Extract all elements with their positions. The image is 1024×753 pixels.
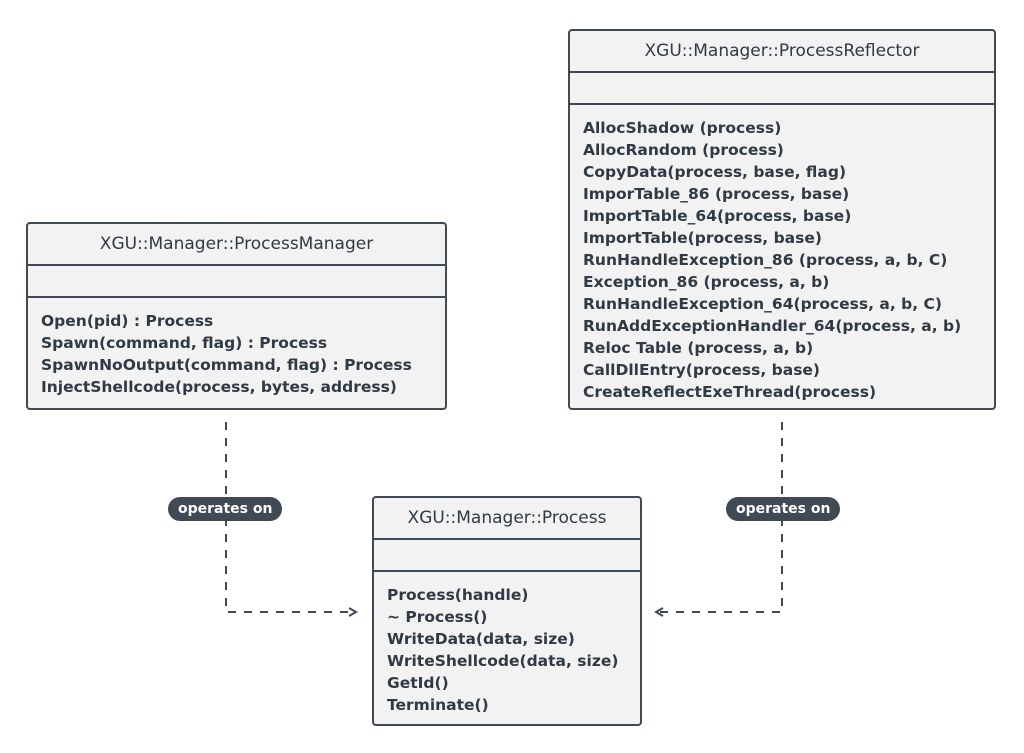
attributes-compartment bbox=[374, 540, 640, 572]
method: Terminate() bbox=[387, 696, 489, 714]
operates-on-label-left: operates on bbox=[168, 497, 283, 521]
method: CallDllEntry(process, base) bbox=[583, 361, 821, 379]
method: WriteShellcode(data, size) bbox=[387, 652, 619, 670]
method: ImportTable_64(process, base) bbox=[583, 207, 852, 225]
methods-compartment: AllocShadow (process) AllocRandom (proce… bbox=[570, 105, 994, 403]
method: AllocRandom (process) bbox=[583, 141, 784, 159]
method: Open(pid) : Process bbox=[41, 312, 214, 330]
method: RunAddExceptionHandler_64(process, a, b) bbox=[583, 317, 962, 335]
methods-compartment: Process(handle) ~ Process() WriteData(da… bbox=[374, 572, 640, 716]
methods-compartment: Open(pid) : Process Spawn(command, flag)… bbox=[28, 298, 445, 398]
method: Reloc Table (process, a, b) bbox=[583, 339, 814, 357]
method: WriteData(data, size) bbox=[387, 630, 575, 648]
method: ~ Process() bbox=[387, 608, 488, 626]
method: Spawn(command, flag) : Process bbox=[41, 334, 328, 352]
method: CopyData(process, base, flag) bbox=[583, 163, 847, 181]
process-reflector-class[interactable]: XGU::Manager::ProcessReflector AllocShad… bbox=[568, 29, 996, 410]
method: ImportTable(process, base) bbox=[583, 229, 822, 247]
manager-to-process-edge bbox=[225, 422, 356, 612]
reflector-to-process-edge bbox=[656, 422, 783, 612]
method: CreateReflectExeThread(process) bbox=[583, 383, 877, 401]
class-name: XGU::Manager::ProcessManager bbox=[28, 224, 445, 266]
class-name: XGU::Manager::Process bbox=[374, 498, 640, 540]
method: RunHandleException_86 (process, a, b, C) bbox=[583, 251, 948, 269]
process-class[interactable]: XGU::Manager::Process Process(handle) ~ … bbox=[372, 496, 642, 726]
class-name: XGU::Manager::ProcessReflector bbox=[570, 31, 994, 73]
method: GetId() bbox=[387, 674, 449, 692]
method: AllocShadow (process) bbox=[583, 119, 782, 137]
attributes-compartment bbox=[570, 73, 994, 105]
method: Process(handle) bbox=[387, 586, 529, 604]
method: Exception_86 (process, a, b) bbox=[583, 273, 830, 291]
process-manager-class[interactable]: XGU::Manager::ProcessManager Open(pid) :… bbox=[26, 222, 447, 410]
operates-on-label-right: operates on bbox=[726, 497, 841, 521]
method: RunHandleException_64(process, a, b, C) bbox=[583, 295, 942, 313]
method: SpawnNoOutput(command, flag) : Process bbox=[41, 356, 412, 374]
attributes-compartment bbox=[28, 266, 445, 298]
method: ImporTable_86 (process, base) bbox=[583, 185, 850, 203]
method: InjectShellcode(process, bytes, address) bbox=[41, 378, 397, 396]
